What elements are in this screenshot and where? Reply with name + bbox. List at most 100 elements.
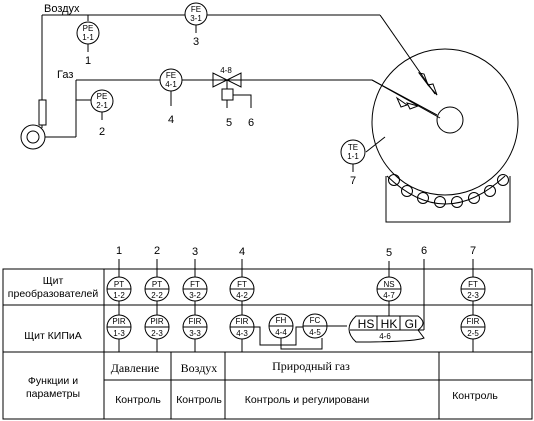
svg-text:3-2: 3-2 <box>189 291 201 300</box>
fan-inner <box>26 130 40 144</box>
gas-arrow-2 <box>406 102 420 110</box>
svg-text:FT: FT <box>468 280 478 289</box>
furnace-grate-rollers <box>388 174 509 208</box>
svg-text:FH: FH <box>276 316 287 325</box>
valve-actuator <box>221 88 234 101</box>
table-callout-1: 1 <box>116 245 122 257</box>
air-label: Воздух <box>44 3 80 15</box>
svg-text:2-5: 2-5 <box>467 329 479 338</box>
instrument-fir-2-5: FIR 2-5 <box>460 314 486 340</box>
instrument-ft-4-2: FT 4-2 <box>229 276 255 302</box>
table-callout-7: 7 <box>470 245 476 257</box>
callout-5: 5 <box>226 117 232 129</box>
row-label-panel: Щит КИПиА <box>24 330 82 342</box>
link-fh-fc <box>280 338 323 350</box>
callout-6: 6 <box>248 117 254 129</box>
svg-text:TE: TE <box>348 143 358 152</box>
instrument-ns-4-7: NS 4-7 <box>376 276 402 302</box>
svg-text:4-5: 4-5 <box>309 328 321 337</box>
callout-3: 3 <box>193 36 199 48</box>
table-callout-2: 2 <box>154 245 160 257</box>
svg-text:1-1: 1-1 <box>347 152 359 161</box>
instrument-pt-2-2: PT 2-2 <box>144 276 170 302</box>
svg-text:FE: FE <box>166 71 176 80</box>
svg-text:PE: PE <box>97 92 108 101</box>
svg-text:NS: NS <box>383 280 394 289</box>
gas-arrow-1 <box>395 96 409 108</box>
valve-right <box>225 72 242 88</box>
instrument-ft-3-2: FT 3-2 <box>182 276 208 302</box>
furnace-burner <box>436 106 464 134</box>
svg-text:FT: FT <box>237 280 247 289</box>
link-fir-fh-fc <box>254 326 303 346</box>
instrument-ft-2-3: FT 2-3 <box>460 276 486 302</box>
svg-text:4-4: 4-4 <box>275 328 287 337</box>
gas-label: Газ <box>57 69 73 81</box>
svg-text:2-2: 2-2 <box>151 291 163 300</box>
svg-text:PIR: PIR <box>150 317 164 326</box>
svg-text:PIR: PIR <box>112 317 126 326</box>
air-nozzle <box>38 99 47 126</box>
instrument-fir-3-3: FIR 3-3 <box>182 314 208 340</box>
row-label-converters-1: Щит <box>43 275 64 287</box>
callout-7: 7 <box>350 175 356 187</box>
table-callout-5: 5 <box>386 247 392 259</box>
svg-text:FIR: FIR <box>189 317 202 326</box>
callout-2: 2 <box>99 126 105 138</box>
header-pressure: Давление <box>111 361 160 375</box>
svg-text:FC: FC <box>310 316 321 325</box>
callout-1: 1 <box>85 55 91 67</box>
row-label-converters-2: преобразователей <box>8 288 99 300</box>
instrument-pir-2-3: PIR 2-3 <box>144 314 170 340</box>
svg-text:4-6: 4-6 <box>379 332 391 341</box>
svg-text:2-3: 2-3 <box>467 291 479 300</box>
function-control-4: Контроль <box>452 390 498 402</box>
svg-text:FT: FT <box>190 280 200 289</box>
function-control-1: Контроль <box>115 394 161 406</box>
table-callout-4: 4 <box>239 246 245 258</box>
function-control-regulation: Контроль и регулировани <box>245 394 370 406</box>
valve-tag: 4-8 <box>220 66 232 75</box>
svg-text:PT: PT <box>114 280 124 289</box>
row-label-functions-1: Функции и <box>28 375 78 387</box>
svg-text:1-3: 1-3 <box>113 329 125 338</box>
air-arrow-1 <box>417 72 429 86</box>
svg-text:FE: FE <box>191 5 201 14</box>
svg-text:4-2: 4-2 <box>236 291 248 300</box>
instrument-pir-1-3: PIR 1-3 <box>106 314 132 340</box>
callout-4: 4 <box>168 114 174 126</box>
svg-text:HK: HK <box>381 317 398 331</box>
fan-outer <box>20 124 46 150</box>
furnace-base <box>385 176 511 223</box>
svg-text:4-3: 4-3 <box>236 329 248 338</box>
valve-left <box>212 72 229 88</box>
furnace-grate-arc <box>386 175 506 205</box>
svg-text:FIR: FIR <box>467 317 480 326</box>
svg-text:GI: GI <box>405 317 418 331</box>
table-callout-6: 6 <box>421 245 427 257</box>
instrument-pt-1-2: PT 1-2 <box>106 276 132 302</box>
panel-switch-hs-hk-gi: HS HK GI 4-6 <box>348 315 425 343</box>
svg-text:4-7: 4-7 <box>383 291 395 300</box>
svg-text:FIR: FIR <box>236 317 249 326</box>
svg-text:2-3: 2-3 <box>151 329 163 338</box>
table-callout-3: 3 <box>192 246 198 258</box>
svg-text:1-1: 1-1 <box>82 33 94 42</box>
svg-text:3-3: 3-3 <box>189 329 201 338</box>
instrument-fc-4-5: FC 4-5 <box>302 313 328 339</box>
svg-text:PE: PE <box>83 24 94 33</box>
svg-text:4-1: 4-1 <box>165 80 177 89</box>
svg-text:2-1: 2-1 <box>96 101 108 110</box>
svg-text:1-2: 1-2 <box>113 291 125 300</box>
svg-text:PT: PT <box>152 280 162 289</box>
svg-text:HS: HS <box>358 317 375 331</box>
air-line-to-furnace <box>379 14 436 95</box>
function-control-2: Контроль <box>176 394 222 406</box>
header-air: Воздух <box>181 361 218 375</box>
instrument-fh-4-4: FH 4-4 <box>268 313 294 339</box>
row-label-functions-2: параметры <box>26 388 80 400</box>
instrument-fir-4-3: FIR 4-3 <box>229 314 255 340</box>
air-arrow-2 <box>427 83 438 96</box>
header-natural-gas: Природный газ <box>272 359 350 373</box>
